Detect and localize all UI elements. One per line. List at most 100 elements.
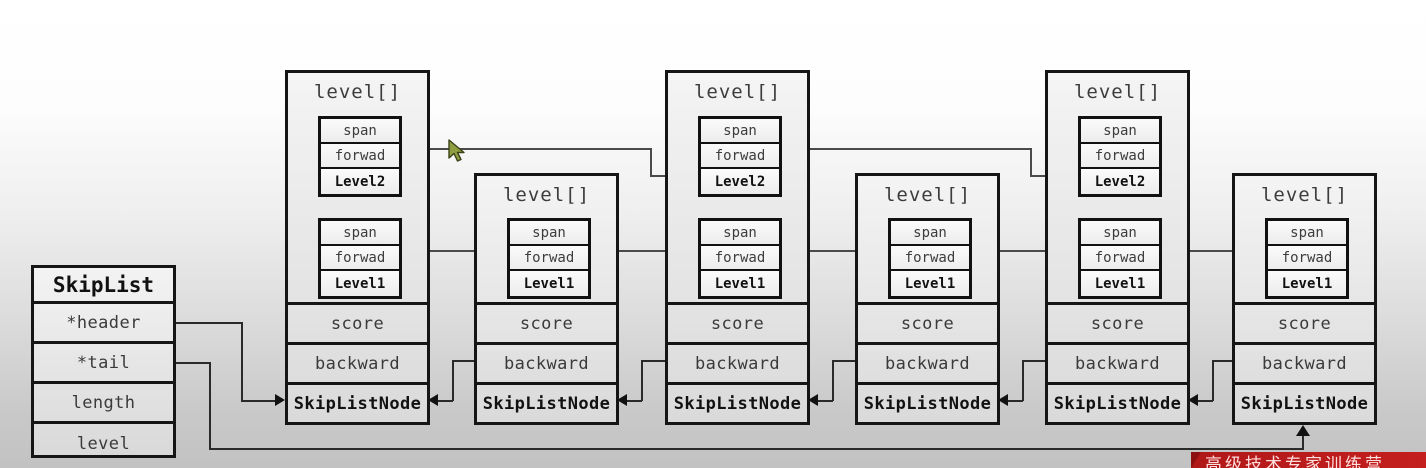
header-pointer-arrow (275, 394, 285, 406)
level1-forward-line-1a (430, 250, 485, 252)
node-3-level1-block: span forwad Level1 (698, 218, 782, 299)
backward-arrow-5 (1188, 394, 1198, 406)
backward-line-5a (1212, 360, 1234, 362)
node-6-score: score (1235, 302, 1374, 342)
backward-arrow-3 (808, 394, 818, 406)
skiplist-node-4: level[] span forwad Level1 score backwar… (855, 173, 1000, 425)
node-3-tail-rows: score backward SkipListNode (668, 302, 807, 422)
level2-forward-line-1b (650, 148, 652, 176)
node-2-backward: backward (477, 342, 616, 382)
header-pointer-line-h2 (241, 400, 277, 402)
backward-arrow-2 (617, 394, 627, 406)
backward-line-3b (832, 360, 834, 401)
node-3-level1-label: Level1 (701, 271, 779, 296)
node-6-level1-label: Level1 (1268, 271, 1346, 296)
node-6-level1-forward: forwad (1268, 246, 1346, 271)
node-5-level2-block: span forwad Level2 (1078, 116, 1162, 197)
backward-line-2a (641, 360, 667, 362)
node-1-type: SkipListNode (288, 382, 427, 422)
skiplist-title: SkipList (34, 268, 173, 304)
node-1-level1-forward: forwad (321, 246, 399, 271)
node-3-level1-span: span (701, 221, 779, 246)
mouse-cursor-icon (448, 139, 465, 162)
level2-forward-line-1a (430, 148, 651, 150)
node-4-level-array-label: level[] (883, 184, 972, 206)
node-2-level1-forward: forwad (510, 246, 588, 271)
backward-line-1a (452, 360, 477, 362)
node-4-type: SkipListNode (858, 382, 997, 422)
backward-arrow-4 (998, 394, 1008, 406)
skiplist-node-2: level[] span forwad Level1 score backwar… (474, 173, 619, 425)
backward-line-5b (1212, 360, 1214, 401)
skiplist-field-level: level (76, 434, 131, 454)
banner-wedge-icon (1191, 452, 1201, 468)
backward-line-4a (1022, 360, 1047, 362)
tail-pointer-line-h2 (209, 448, 1304, 450)
backward-arrow-1 (428, 394, 438, 406)
tail-pointer-line-v2 (1302, 436, 1304, 449)
node-5-score: score (1048, 302, 1187, 342)
tail-pointer-arrow (1296, 425, 1310, 436)
backward-line-1c (437, 400, 453, 402)
node-6-level1-block: span forwad Level1 (1265, 218, 1349, 299)
node-2-level1-span: span (510, 221, 588, 246)
bottom-red-banner: 高级技术专家训练营 (1191, 452, 1426, 468)
backward-line-1b (452, 360, 454, 401)
level1-forward-line-3a (810, 250, 865, 252)
node-6-tail-rows: score backward SkipListNode (1235, 302, 1374, 422)
node-4-level1-span: span (891, 221, 969, 246)
level1-forward-line-5a (1190, 250, 1242, 252)
level2-forward-line-2b (1030, 148, 1032, 176)
backward-line-2c (626, 400, 642, 402)
node-5-level1-block: span forwad Level1 (1078, 218, 1162, 299)
node-1-level-array-label: level[] (313, 81, 402, 103)
node-1-level2-label: Level2 (321, 169, 399, 194)
node-4-backward: backward (858, 342, 997, 382)
skiplist-struct-box: SkipList *header *tail length level (31, 265, 176, 458)
node-6-level-array-label: level[] (1260, 184, 1349, 206)
node-1-level1-span: span (321, 221, 399, 246)
backward-line-2b (641, 360, 643, 401)
node-1-level1-block: span forwad Level1 (318, 218, 402, 299)
node-2-level-array-label: level[] (502, 184, 591, 206)
skiplist-node-6: level[] span forwad Level1 score backwar… (1232, 173, 1377, 425)
node-5-level-array-label: level[] (1073, 81, 1162, 103)
node-3-level1-forward: forwad (701, 246, 779, 271)
node-4-level1-forward: forwad (891, 246, 969, 271)
node-5-backward: backward (1048, 342, 1187, 382)
tail-pointer-line-h1 (176, 362, 210, 364)
node-3-level2-forward: forwad (701, 144, 779, 169)
node-3-level2-label: Level2 (701, 169, 779, 194)
node-2-level1-block: span forwad Level1 (507, 218, 591, 299)
node-5-level1-span: span (1081, 221, 1159, 246)
backward-line-4c (1007, 400, 1023, 402)
node-2-score: score (477, 302, 616, 342)
node-1-tail-rows: score backward SkipListNode (288, 302, 427, 422)
node-5-level1-label: Level1 (1081, 271, 1159, 296)
backward-line-4b (1022, 360, 1024, 401)
node-3-level2-span: span (701, 119, 779, 144)
node-3-level-array-label: level[] (693, 81, 782, 103)
level1-forward-line-2a (619, 250, 674, 252)
node-4-tail-rows: score backward SkipListNode (858, 302, 997, 422)
backward-line-3c (817, 400, 833, 402)
skiplist-field-length: length (34, 384, 173, 424)
backward-line-3a (832, 360, 857, 362)
node-5-level2-forward: forwad (1081, 144, 1159, 169)
header-pointer-line-v (241, 322, 243, 400)
node-5-level2-label: Level2 (1081, 169, 1159, 194)
node-5-level2-span: span (1081, 119, 1159, 144)
tail-pointer-line-v1 (209, 362, 211, 449)
node-1-level2-block: span forwad Level2 (318, 116, 402, 197)
node-4-level1-label: Level1 (891, 271, 969, 296)
skiplist-field-header: *header (34, 304, 173, 344)
skiplist-node-5: level[] span forwad Level2 span forwad L… (1045, 70, 1190, 425)
header-pointer-line-h1 (176, 322, 242, 324)
node-1-level2-span: span (321, 119, 399, 144)
node-3-score: score (668, 302, 807, 342)
backward-line-5c (1197, 400, 1213, 402)
node-3-level2-block: span forwad Level2 (698, 116, 782, 197)
node-1-level1-label: Level1 (321, 271, 399, 296)
skiplist-field-tail: *tail (34, 344, 173, 384)
